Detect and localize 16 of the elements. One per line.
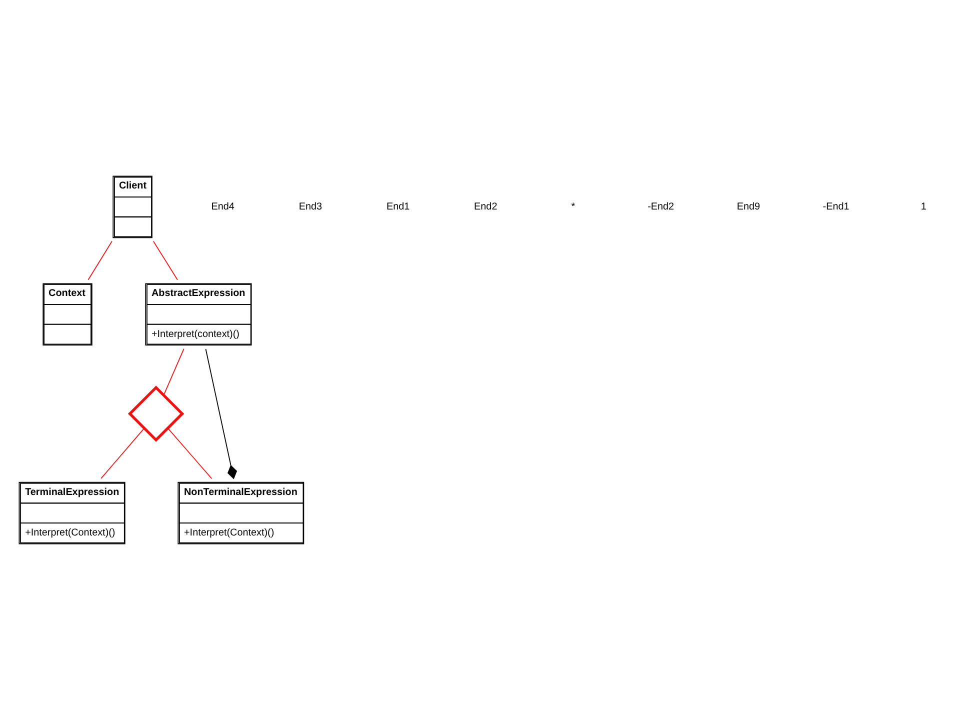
label: * [571,201,576,212]
label: End1 [386,201,410,212]
label: -End1 [822,201,850,212]
label: End4 [211,201,234,212]
label: End3 [298,201,322,212]
connector [100,428,144,479]
connector [88,240,112,280]
label: 1 [920,201,926,212]
label: -End2 [648,201,674,212]
connector [163,348,184,396]
connector [205,348,238,480]
connector [167,428,212,480]
connector [152,240,178,280]
node-diamond [128,386,184,442]
label: End2 [474,201,498,212]
label: End9 [736,201,760,212]
